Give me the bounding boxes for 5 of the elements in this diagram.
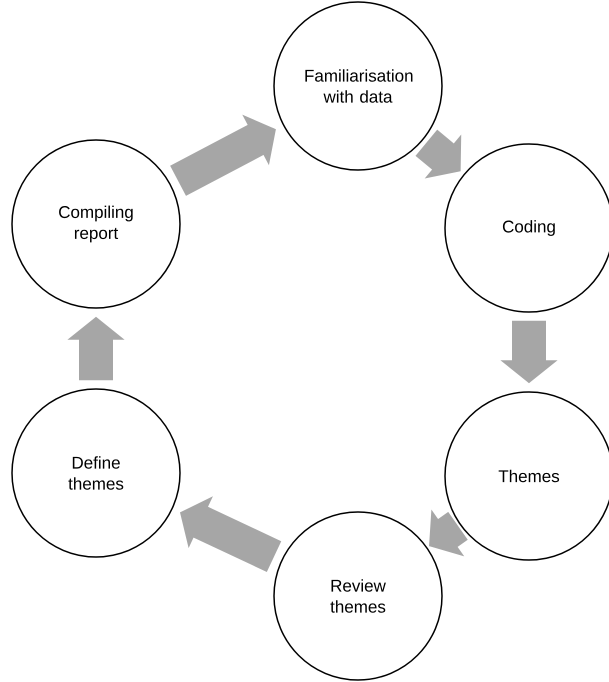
circle-node: Review themes	[273, 511, 443, 681]
circle-node: Define themes	[11, 388, 181, 558]
block-arrow	[170, 114, 276, 196]
circle-node: Familiarisation with data	[273, 1, 443, 171]
circle-node: Compiling report	[11, 139, 181, 309]
